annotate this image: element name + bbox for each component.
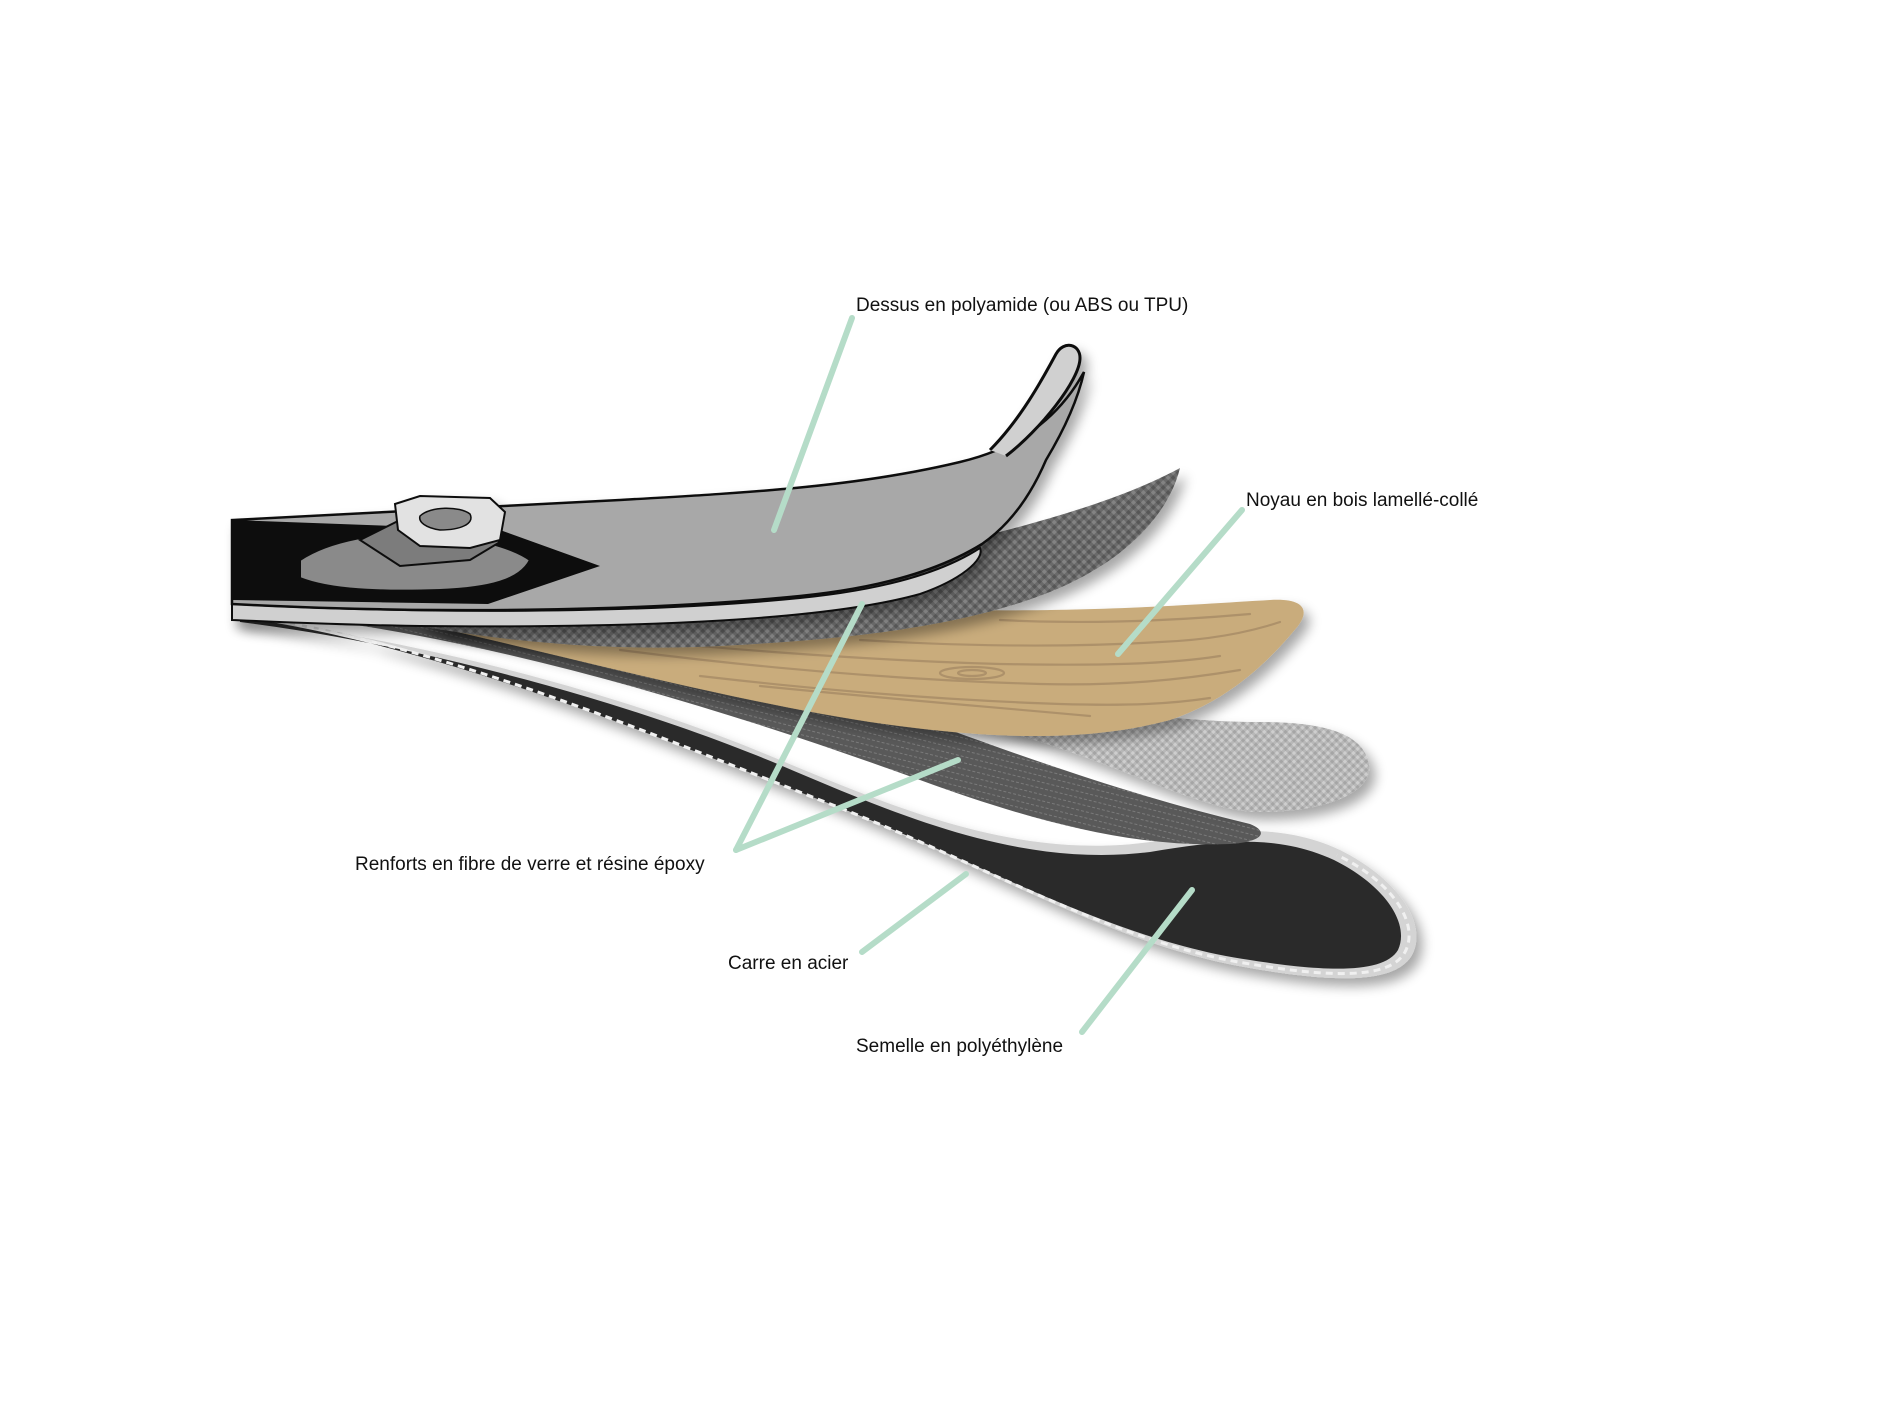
leader-line-reinforcement-upper [733, 601, 865, 853]
leader-line-core [1115, 507, 1245, 657]
leader-line-top [771, 315, 855, 533]
tip-loop [988, 343, 1082, 458]
base-sole [240, 617, 1402, 969]
light-fiber-sheet [430, 622, 1370, 812]
labels: Dessus en polyamide (ou ABS ou TPU) Noya… [355, 295, 1478, 1057]
sidewall [231, 546, 982, 628]
leader-lines [733, 315, 1245, 1035]
label-top-sheet: Dessus en polyamide (ou ABS ou TPU) [856, 295, 1188, 316]
leader-line-base [1079, 887, 1195, 1035]
lower-reinforcement-layer [430, 622, 1370, 812]
top-sheet-layer [230, 343, 1086, 628]
lower-fiber-layer [250, 606, 1261, 845]
base-layer [232, 612, 1417, 979]
label-reinforcement: Renforts en fibre de verre et résine épo… [355, 854, 705, 875]
leader-line-reinforcement-lower [733, 757, 961, 853]
wood-grain [558, 612, 1282, 718]
leader-line-edge [859, 871, 969, 955]
label-wood-core: Noyau en bois lamellé-collé [1246, 490, 1478, 511]
steel-edge-dashes [235, 612, 1411, 976]
binding [299, 494, 532, 592]
dark-fiber-strip [250, 606, 1261, 845]
label-steel-edge: Carre en acier [728, 953, 849, 974]
label-base: Semelle en polyéthylène [856, 1036, 1063, 1057]
